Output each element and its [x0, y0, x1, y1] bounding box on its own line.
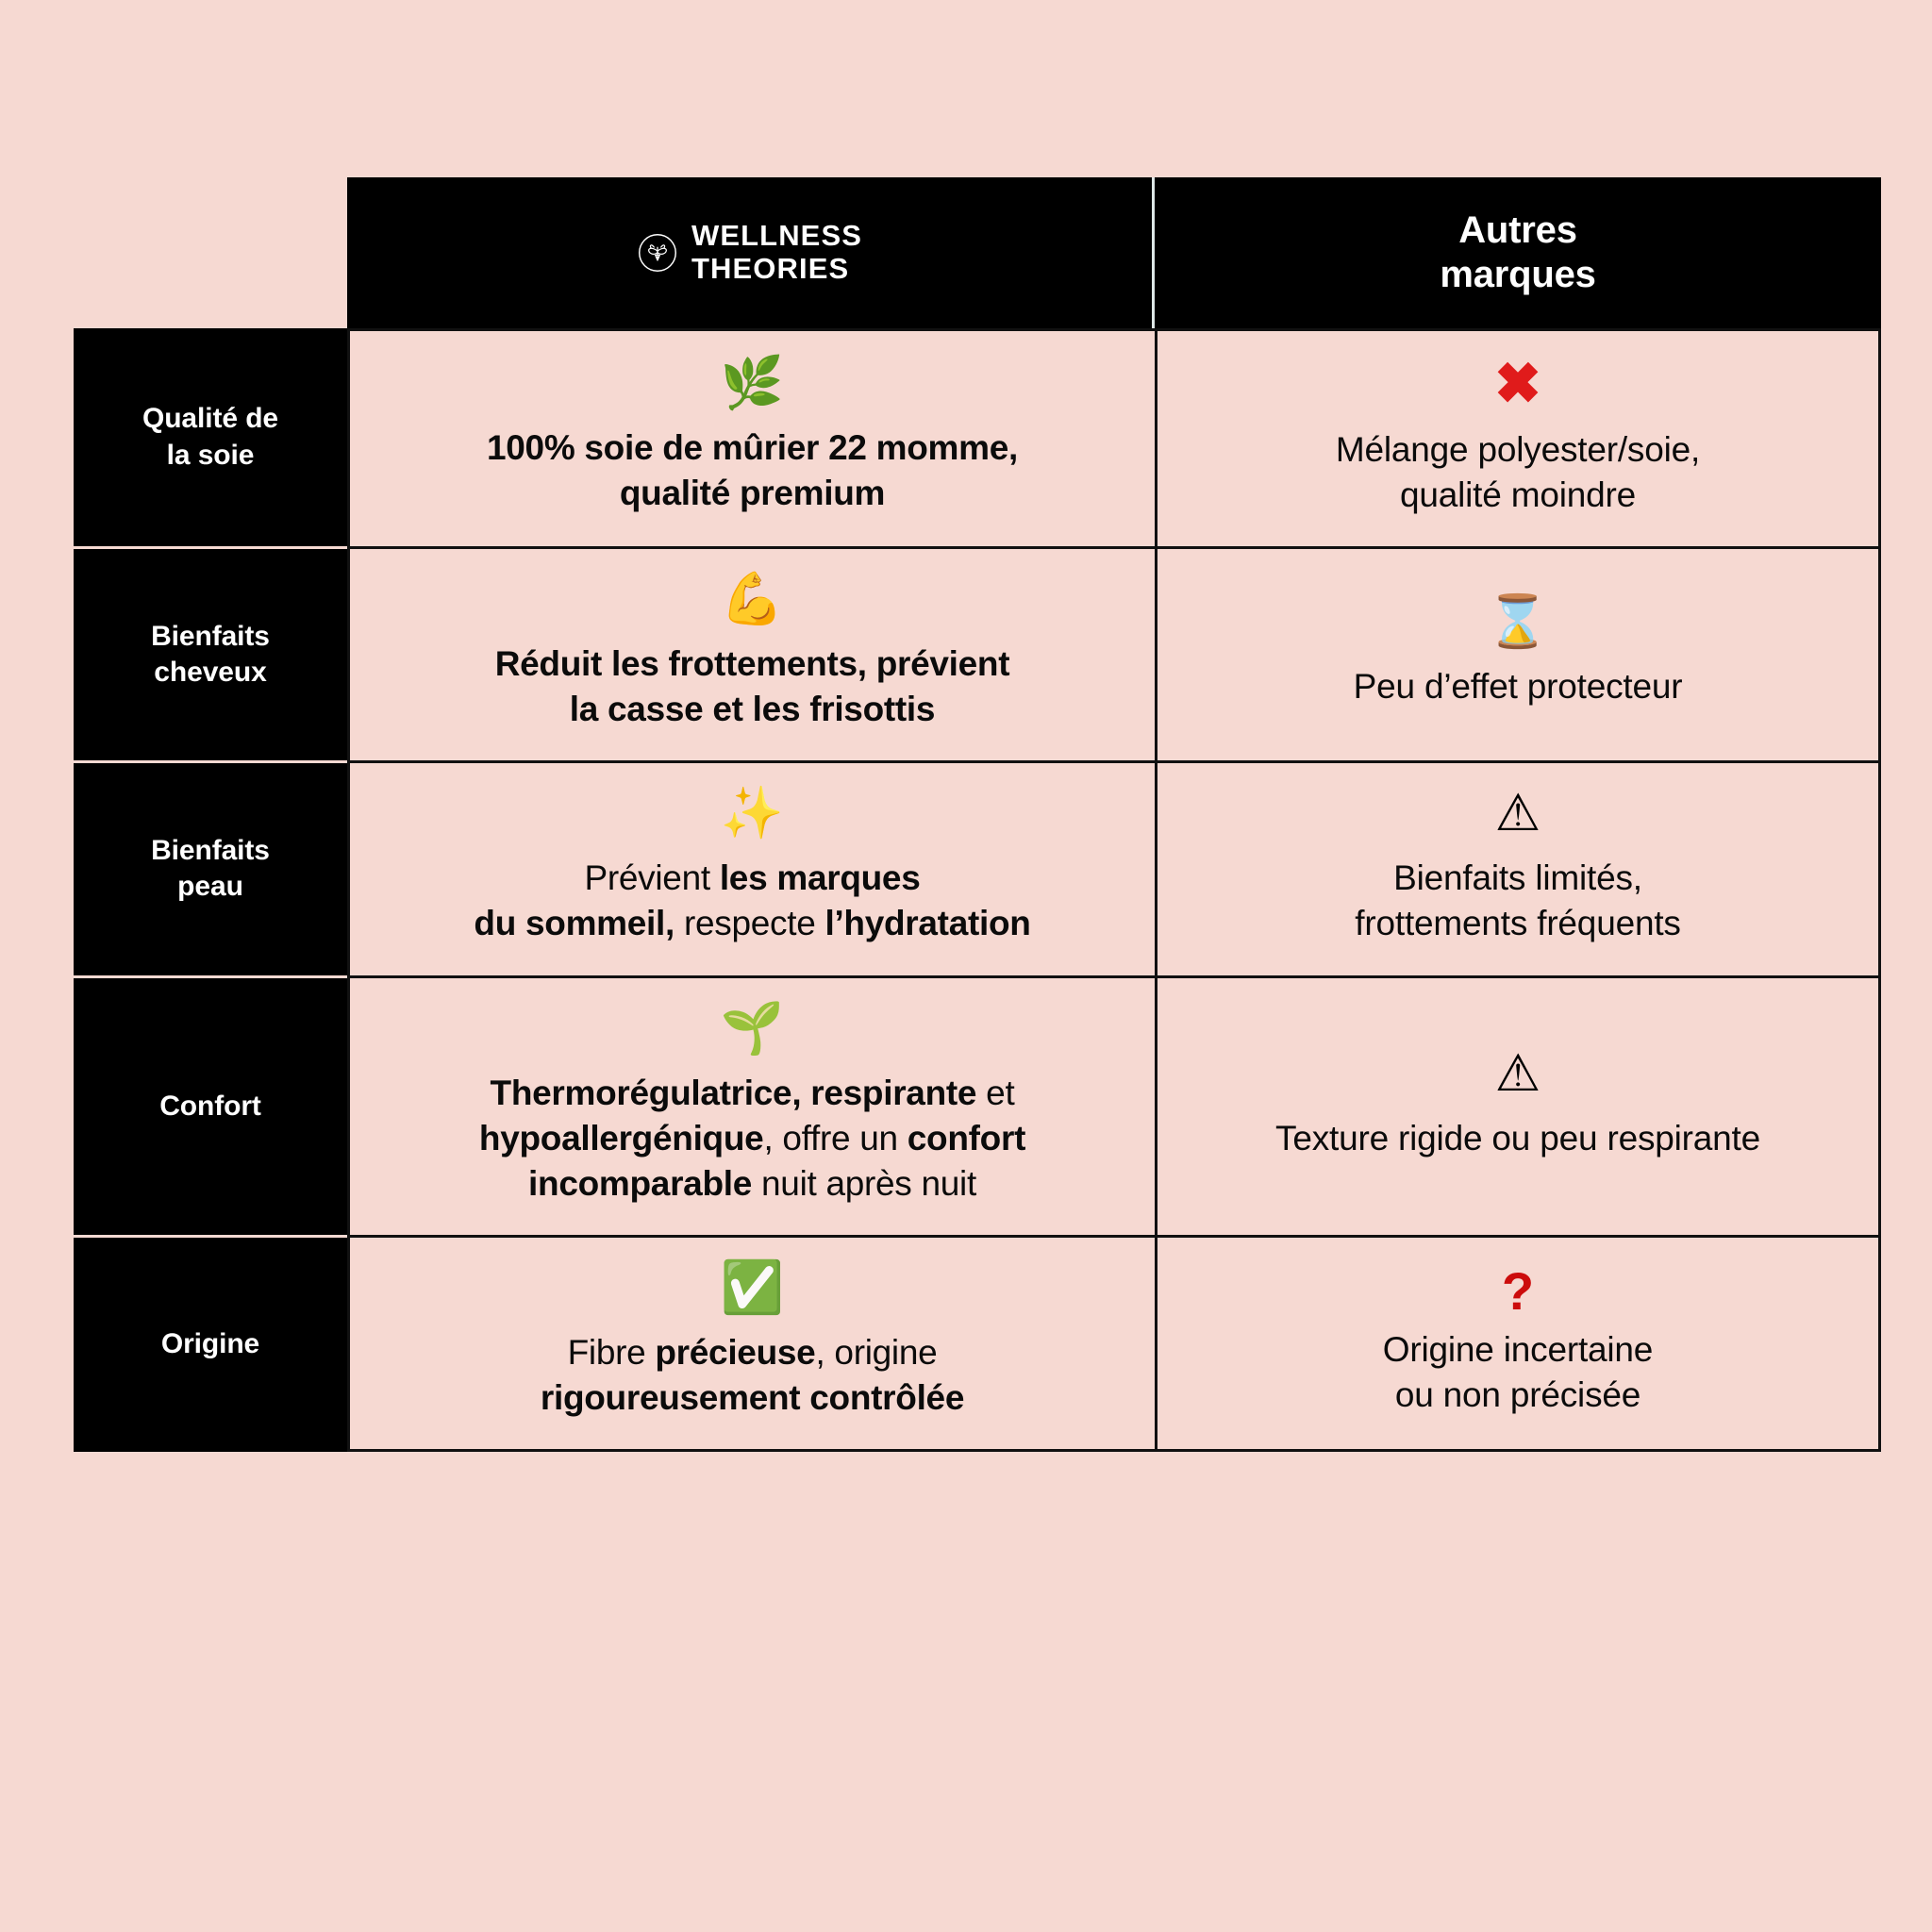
cell-other-text-bienfaits-peau: Bienfaits limités,frottements fréquents [1355, 858, 1681, 943]
row-label-bienfaits-peau: Bienfaits peau [74, 760, 347, 975]
header-other-brands-column: Autres marques [1155, 177, 1881, 328]
cell-other-qualite-de-la-soie: ✖ Mélange polyester/soie,qualité moindre [1155, 328, 1881, 547]
cell-own-qualite-de-la-soie: 🌿 100% soie de mûrier 22 momme,qualité p… [347, 328, 1155, 547]
cell-own-text-qualite-de-la-soie: 100% soie de mûrier 22 momme,qualité pre… [486, 428, 1018, 513]
cross-mark-icon: ✖ [1493, 352, 1542, 415]
table-corner-spacer [74, 177, 347, 328]
sparkles-emoji-icon: ✨ [720, 785, 785, 842]
brand-lockup: WELLNESS THEORIES [637, 219, 863, 285]
comparison-table: WELLNESS THEORIES Autres marques Qualité… [74, 177, 1881, 1453]
check-mark-button-emoji-icon: ✅ [720, 1258, 785, 1316]
row-label-qualite-de-la-soie: Qualité de la soie [74, 328, 347, 547]
seedling-emoji-icon: 🌱 [720, 999, 785, 1057]
warning-emoji-icon: ⚠ [1494, 785, 1541, 842]
header-brand-column: WELLNESS THEORIES [347, 177, 1155, 328]
header-other-brands-label: Autres marques [1440, 209, 1596, 295]
question-mark-icon: ? [1501, 1260, 1535, 1321]
cell-other-bienfaits-cheveux: ⌛ Peu d’effet protecteur [1155, 546, 1881, 761]
bee-circle-logo-icon [637, 232, 678, 274]
hourglass-done-emoji-icon: ⌛ [1486, 593, 1550, 651]
row-label-origine: Origine [74, 1234, 347, 1453]
cell-other-text-qualite-de-la-soie: Mélange polyester/soie,qualité moindre [1335, 430, 1701, 515]
flexed-biceps-emoji-icon: 💪 [720, 571, 785, 628]
herb-emoji-icon: 🌿 [720, 355, 785, 411]
cell-other-confort: ⚠ Texture rigide ou peu respirante [1155, 974, 1881, 1235]
warning-emoji-icon: ⚠ [1494, 1044, 1541, 1102]
row-label-bienfaits-cheveux: Bienfaits cheveux [74, 546, 347, 761]
cell-other-text-bienfaits-cheveux: Peu d’effet protecteur [1353, 667, 1683, 707]
row-label-confort: Confort [74, 974, 347, 1235]
cell-other-text-confort: Texture rigide ou peu respirante [1275, 1118, 1760, 1158]
cell-other-bienfaits-peau: ⚠ Bienfaits limités,frottements fréquent… [1155, 760, 1881, 975]
brand-name-text: WELLNESS THEORIES [691, 219, 863, 285]
